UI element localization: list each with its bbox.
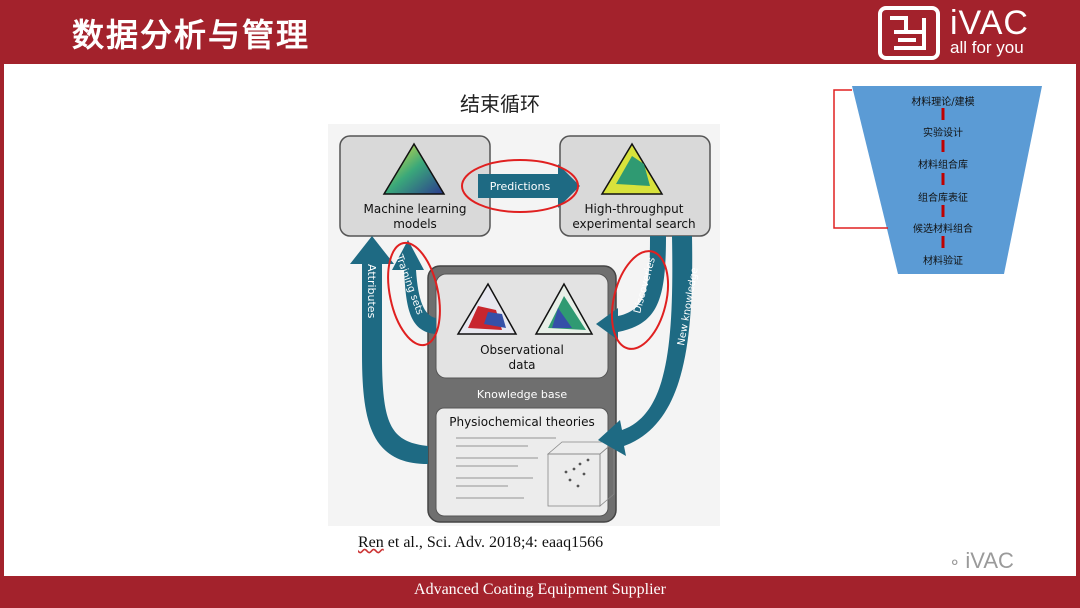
wechat-icon: ⚬ bbox=[948, 555, 962, 572]
citation-author: Ren bbox=[358, 534, 384, 551]
funnel-step-3: 材料组合库 bbox=[918, 158, 968, 171]
footer-text: Advanced Coating Equipment Supplier bbox=[414, 581, 666, 598]
hts-label-line2: experimental search bbox=[572, 217, 695, 231]
closed-loop-diagram: Machine learning models High-throughput … bbox=[328, 124, 720, 526]
ivac-logo-icon bbox=[878, 6, 940, 60]
hts-box: High-throughput experimental search bbox=[559, 135, 711, 237]
citation-rest: et al., Sci. Adv. 2018;4: eaaq1566 bbox=[383, 534, 604, 551]
watermark: ⚬iVAC bbox=[948, 548, 1014, 574]
attributes-arrow: Attributes bbox=[350, 236, 428, 464]
ml-label-line2: models bbox=[393, 217, 437, 231]
logo-slogan: all for you bbox=[950, 38, 1024, 57]
predictions-arrow: Predictions bbox=[478, 164, 580, 208]
footer-bar: Advanced Coating Equipment Supplier bbox=[0, 576, 1080, 608]
slide-subtitle: 结束循环 bbox=[460, 92, 540, 116]
training-sets-highlight-circle bbox=[387, 241, 441, 347]
funnel-step-1: 材料理论/建模 bbox=[911, 95, 974, 108]
ml-label-line1: Machine learning bbox=[363, 202, 466, 216]
knowledge-base-label: Knowledge base bbox=[477, 388, 567, 401]
predictions-label: Predictions bbox=[490, 180, 551, 193]
funnel-step-4: 组合库表征 bbox=[918, 191, 968, 204]
citation: Ren et al., Sci. Adv. 2018;4: eaaq1566 bbox=[358, 534, 603, 552]
funnel-step-6: 材料验证 bbox=[923, 254, 963, 267]
predictions-highlight-circle bbox=[461, 159, 579, 213]
obs-label-line1: Observational bbox=[480, 343, 564, 357]
frame-right-border bbox=[1076, 64, 1080, 584]
hts-triangle-fill bbox=[616, 156, 650, 186]
attributes-label: Attributes bbox=[365, 264, 378, 319]
ml-triangle-icon bbox=[382, 142, 446, 195]
funnel-shape bbox=[852, 86, 1042, 274]
funnel-step-2: 实验设计 bbox=[923, 126, 963, 139]
header-bar: 数据分析与管理 iVAC all for you bbox=[0, 0, 1080, 64]
theories-label: Physiochemical theories bbox=[449, 415, 595, 429]
workflow-funnel: 材料理论/建模 实验设计 材料组合库 组合库表征 候选材料组合 材料验证 bbox=[833, 86, 1042, 274]
equations-sketch bbox=[456, 437, 556, 499]
discoveries-highlight-circle bbox=[611, 250, 669, 350]
obs-label-line2: data bbox=[508, 358, 535, 372]
page-title: 数据分析与管理 bbox=[72, 16, 311, 54]
watermark-text: iVAC bbox=[965, 548, 1014, 573]
feedback-loop-line bbox=[833, 89, 888, 229]
ivac-logo: iVAC all for you bbox=[876, 4, 1076, 60]
hts-label-line1: High-throughput bbox=[585, 202, 684, 216]
frame-left-border bbox=[0, 64, 4, 584]
knowledge-base-box: Observational data Knowledge base Physio… bbox=[427, 265, 617, 523]
ml-models-box: Machine learning models bbox=[339, 135, 491, 237]
funnel-step-5: 候选材料组合 bbox=[913, 222, 973, 235]
logo-text: iVAC bbox=[950, 4, 1029, 42]
